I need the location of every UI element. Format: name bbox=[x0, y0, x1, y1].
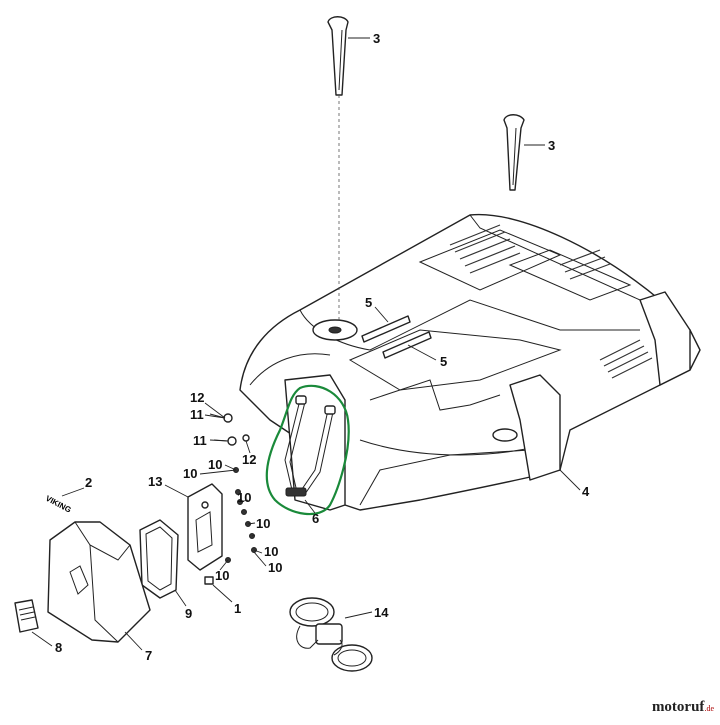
peg-upper bbox=[327, 16, 349, 96]
callout-10-a: 10 bbox=[183, 466, 197, 481]
callout-14: 14 bbox=[374, 605, 389, 620]
watermark-name: motoruf bbox=[651, 699, 705, 715]
callout-12-upper: 12 bbox=[190, 390, 204, 405]
cover-logo: VIKING bbox=[44, 494, 73, 515]
screw-part-1 bbox=[204, 576, 214, 585]
callout-6: 6 bbox=[312, 511, 319, 526]
callout-3-upper: 3 bbox=[373, 31, 380, 46]
callout-7: 7 bbox=[145, 648, 152, 663]
callout-9: 9 bbox=[185, 606, 192, 621]
callout-4: 4 bbox=[582, 484, 590, 499]
pin-lower bbox=[382, 331, 432, 359]
harness-plug-left bbox=[295, 395, 307, 405]
pin-upper bbox=[361, 315, 411, 343]
callout-8: 8 bbox=[55, 640, 62, 655]
callout-13: 13 bbox=[148, 474, 162, 489]
callout-12-lower: 12 bbox=[242, 452, 256, 467]
label-sticker bbox=[14, 599, 39, 633]
bracket bbox=[187, 483, 223, 571]
callout-11-lower: 11 bbox=[193, 433, 207, 448]
callout-labels: 3 3 5 5 4 6 12 11 11 12 10 10 10 10 10 1… bbox=[55, 31, 590, 663]
peg-lower bbox=[503, 114, 525, 191]
housing-vents bbox=[449, 224, 653, 379]
callout-1: 1 bbox=[234, 601, 241, 616]
callout-5-upper: 5 bbox=[365, 295, 372, 310]
leader-lines bbox=[31, 37, 581, 651]
harness-connector bbox=[285, 487, 307, 497]
housing-boss bbox=[492, 428, 518, 442]
callout-10-c: 10 bbox=[237, 490, 251, 505]
callout-10-e: 10 bbox=[264, 544, 278, 559]
main-housing bbox=[239, 213, 701, 511]
cable-harness bbox=[284, 395, 336, 497]
callout-2: 2 bbox=[85, 475, 92, 490]
power-supply bbox=[289, 597, 373, 672]
harness-plug-right bbox=[324, 405, 336, 415]
screw-set bbox=[204, 413, 257, 585]
gasket bbox=[139, 519, 179, 599]
callout-10-f: 10 bbox=[268, 560, 282, 575]
housing-fin-right bbox=[639, 291, 691, 386]
callout-10-d: 10 bbox=[256, 516, 270, 531]
callout-10-g: 10 bbox=[215, 568, 229, 583]
callout-11-upper: 11 bbox=[190, 407, 204, 422]
callout-5-lower: 5 bbox=[440, 354, 447, 369]
watermark-suffix: .de bbox=[704, 704, 714, 713]
callout-10-b: 10 bbox=[208, 457, 222, 472]
harness-highlight bbox=[265, 384, 350, 516]
watermark: motoruf.de bbox=[652, 699, 714, 716]
callout-3-lower: 3 bbox=[548, 138, 555, 153]
